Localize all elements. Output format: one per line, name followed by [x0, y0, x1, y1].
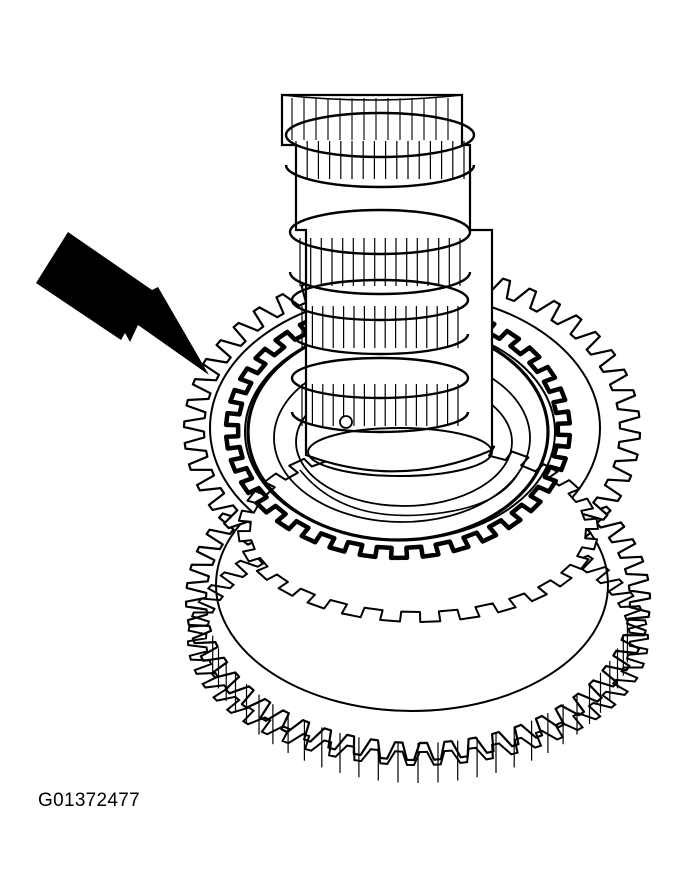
shaft-oil-hole	[339, 415, 353, 429]
shaft-collar-top	[284, 111, 476, 159]
hub-shadow-line	[299, 469, 521, 517]
shaft-collar-top	[290, 278, 470, 322]
shaft-body	[280, 93, 494, 473]
splined-shaft	[280, 93, 494, 477]
pointer-arrow-icon	[36, 232, 209, 375]
shaft-base-ring	[307, 427, 493, 477]
shaft-collar-top	[290, 356, 470, 400]
shaft-collar-top	[288, 208, 472, 256]
pointer-arrow-shape	[36, 232, 209, 375]
figure-code-label: G01372477	[38, 790, 141, 811]
shaft-top-edge	[281, 94, 463, 101]
